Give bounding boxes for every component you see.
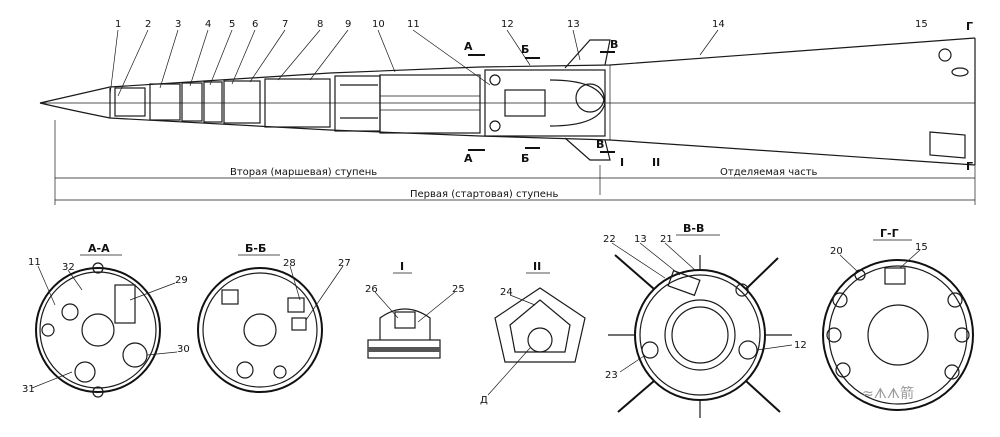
detachable-part-label: Отделяемая часть <box>720 167 818 178</box>
section-vv-title: В-В <box>683 222 704 235</box>
detail-i-title: I <box>400 260 404 273</box>
label-1: 1 <box>115 19 121 30</box>
section-gg: Г-Г 20 15 <box>822 227 974 411</box>
label-9: 9 <box>345 19 351 30</box>
first-stage-label: Первая (стартовая) ступень <box>410 189 558 200</box>
missile-side-view: 1 2 3 4 5 6 7 8 9 10 11 12 13 14 15 А А … <box>39 19 976 205</box>
label-10: 10 <box>372 19 385 30</box>
leader-lines <box>109 29 719 97</box>
compartment-9 <box>334 75 381 132</box>
detail-i-label-25: 25 <box>452 284 465 295</box>
internal-structure <box>340 84 378 119</box>
second-stage-label: Вторая (маршевая) ступень <box>230 167 377 178</box>
section-vv-label-21: 21 <box>660 234 673 245</box>
label-12: 12 <box>501 19 514 30</box>
section-aa: А-А 11 32 29 30 31 <box>22 242 190 398</box>
detail-i-label-26: 26 <box>365 284 378 295</box>
sustainer-motor <box>379 74 481 134</box>
section-aa-label-31: 31 <box>22 384 35 395</box>
section-aa-title: А-А <box>88 242 110 255</box>
section-mark-a-top: А <box>464 40 473 53</box>
detail-ii: II 24 Д <box>480 260 586 406</box>
detail-mark-1: I <box>620 156 624 169</box>
label-4: 4 <box>205 19 211 30</box>
section-mark-v-top: В <box>610 38 618 51</box>
section-vv-label-23: 23 <box>605 370 618 381</box>
section-mark-g-bottom: Г <box>966 160 973 173</box>
label-11: 11 <box>407 19 420 30</box>
section-mark-b-top: Б <box>521 43 529 56</box>
detail-ii-title: II <box>533 260 541 273</box>
fin-lower <box>564 137 611 161</box>
section-vv: В-В 22 13 21 12 23 <box>603 222 807 418</box>
label-13: 13 <box>567 19 580 30</box>
label-3: 3 <box>175 19 181 30</box>
section-mark-b-bottom: Б <box>521 152 529 165</box>
warhead-compartment <box>264 78 331 128</box>
section-mark-a-bottom: А <box>464 152 473 165</box>
compartment-5 <box>203 81 223 123</box>
section-gg-label-20: 20 <box>830 246 843 257</box>
section-vv-label-22: 22 <box>603 234 616 245</box>
compartment-4 <box>181 82 203 122</box>
upper-contour <box>39 37 976 104</box>
section-bb-label-28: 28 <box>283 258 296 269</box>
compartment-3 <box>149 83 181 121</box>
section-aa-label-30: 30 <box>177 344 190 355</box>
section-aa-label-32: 32 <box>62 262 75 273</box>
label-8: 8 <box>317 19 323 30</box>
detail-ii-label-24: 24 <box>500 287 513 298</box>
fin-upper <box>564 39 611 69</box>
section-mark-v-bottom: В <box>596 138 604 151</box>
watermark: ≈ᗑᗑ箭 <box>862 385 914 402</box>
label-5: 5 <box>229 19 235 30</box>
section-mark-g-top: Г <box>966 20 973 33</box>
fuze-compartment <box>114 87 146 117</box>
part-15 <box>938 48 952 62</box>
section-vv-label-13: 13 <box>634 234 647 245</box>
detail-ii-label-d: Д <box>480 395 488 406</box>
section-markers: А А Б Б В В Г Г I II <box>464 20 973 173</box>
dimension-lines <box>54 120 976 205</box>
label-15: 15 <box>915 19 928 30</box>
label-7: 7 <box>282 19 288 30</box>
compartment-6-7 <box>223 80 261 124</box>
section-bb-title: Б-Б <box>245 242 266 255</box>
section-gg-title: Г-Г <box>880 227 899 240</box>
detail-mark-2: II <box>652 156 660 169</box>
section-gg-label-15: 15 <box>915 242 928 253</box>
label-2: 2 <box>145 19 151 30</box>
nozzle <box>549 79 606 127</box>
label-6: 6 <box>252 19 258 30</box>
section-bb: Б-Б 28 27 <box>197 242 351 393</box>
booster-fin-root <box>929 131 966 159</box>
section-vv-label-12: 12 <box>794 340 807 351</box>
label-14: 14 <box>712 19 725 30</box>
section-bb-label-27: 27 <box>338 258 351 269</box>
section-aa-label-11: 11 <box>28 257 41 268</box>
section-aa-label-29: 29 <box>175 275 188 286</box>
detail-i: I 26 25 <box>365 260 465 359</box>
